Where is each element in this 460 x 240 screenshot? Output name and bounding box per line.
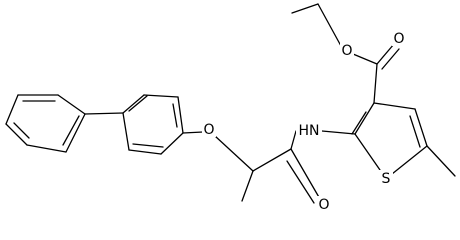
atom-thiophene-s: S <box>379 170 393 187</box>
bond-ringA-2-double <box>132 143 164 148</box>
bond-ringA-3 <box>122 112 130 151</box>
atom-label-thiophene-s: S <box>382 171 391 187</box>
bond-ringB-3-double <box>13 122 30 139</box>
bond-ringB-4 <box>5 94 19 125</box>
bond-ringA-5 <box>143 94 179 98</box>
bond-ringB-6 <box>57 94 86 115</box>
bond-ethyl-ch2-o <box>317 3 342 47</box>
atom-label-ester-o-double: O <box>393 31 404 47</box>
bond-ringA-4 <box>122 94 145 114</box>
bond-ester-carbonyl-double-b <box>381 48 400 70</box>
bond-thiophene-c4-c5 <box>414 108 428 147</box>
atom-label-ester-o-single: O <box>341 43 352 59</box>
bond-ringA-6-double <box>172 103 178 128</box>
atom-ester-o-single: O <box>340 42 354 59</box>
bond-amide-carbonyl-o <box>290 148 321 200</box>
bond-ringB-3 <box>5 123 28 146</box>
bond-ethyl-ch3-ch2 <box>291 3 319 14</box>
bond-ester-carbonyl-double-a <box>376 43 395 65</box>
atom-label-amide-o: O <box>318 197 329 211</box>
atom-label-amide-nh: HN <box>299 123 320 139</box>
atom-amide-o: O <box>317 196 331 211</box>
bond-ch-ether-o <box>214 135 254 172</box>
bond-ringB-1-double <box>62 115 80 146</box>
atom-amide-nh: HN <box>296 122 322 139</box>
bond-ester-carbonyl-ring <box>373 63 378 104</box>
bond-ringA-1 <box>160 132 184 155</box>
bond-ether-o-ring <box>182 131 204 134</box>
bond-thiophene-c4-c5-double <box>409 115 421 148</box>
atom-label-ether-o: O <box>203 122 214 138</box>
atom-ether-o: O <box>202 121 216 138</box>
bond-thiophene-c3-c2 <box>354 102 375 135</box>
bond-thiophene-c5-methyl <box>426 145 456 177</box>
bond-amide-carbonyl-o-double <box>286 160 315 204</box>
bond-lines <box>5 3 456 204</box>
bond-ringB-1 <box>65 113 86 153</box>
bond-thiophene-c3-c2-double <box>351 111 367 135</box>
bond-ring-link <box>84 112 124 115</box>
bond-amide-carbonyl-ch <box>252 148 292 172</box>
bond-nh-carbonyl <box>290 130 297 150</box>
bond-thiophene-c5-s <box>391 145 428 175</box>
bond-ringA-2 <box>128 149 162 155</box>
atom-ester-o-double: O <box>392 30 406 47</box>
bond-ringA-4-double <box>128 95 148 112</box>
bond-ringA-6 <box>177 96 184 134</box>
molecule-structure-diagram: O O O HN O S <box>5 3 456 211</box>
bond-ester-o-carbonyl <box>352 53 378 65</box>
bond-thiophene-s-c2 <box>354 133 381 171</box>
bond-thiophene-c3-c4 <box>373 102 416 110</box>
bond-ch-ch3 <box>241 170 254 202</box>
bond-c2-nh <box>321 130 356 135</box>
bond-ringB-2 <box>26 144 67 153</box>
